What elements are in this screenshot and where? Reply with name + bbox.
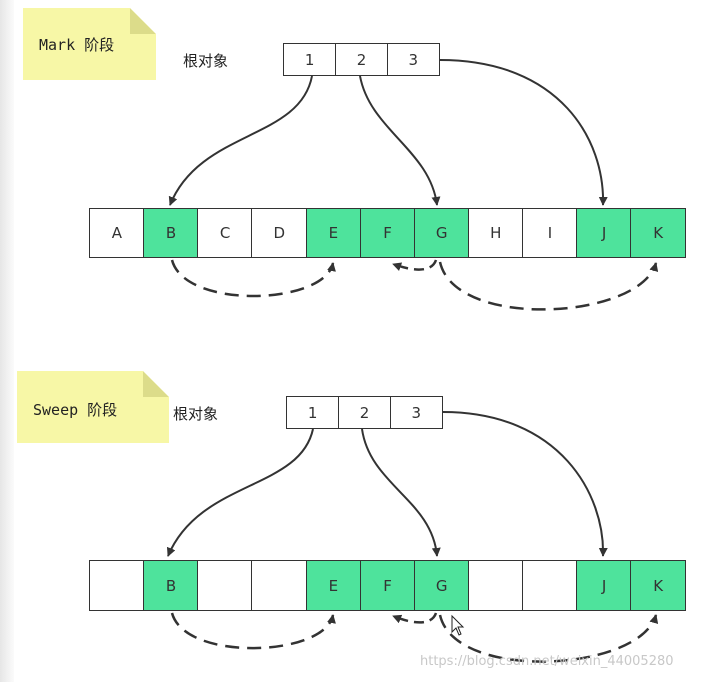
sweep-root-label: 根对象: [173, 405, 219, 423]
note-fold: [143, 371, 169, 397]
g-to-f-dashed-arrow: [392, 612, 438, 624]
sweep-phase-note: Sweep 阶段: [17, 371, 169, 443]
heap-cell-b: B: [143, 208, 199, 258]
root-cell-2: 2: [337, 396, 392, 429]
heap-cell-b: B: [143, 560, 199, 611]
root-cell-3: 3: [389, 396, 443, 429]
heap-cell-i: I: [522, 208, 578, 258]
heap-cell-empty: [467, 560, 524, 611]
heap-cell-e: E: [305, 208, 362, 258]
mark-root-label: 根对象: [183, 52, 229, 70]
heap-cell-empty: [522, 560, 578, 611]
heap-cell-j: J: [576, 208, 632, 258]
b-to-e-dashed-arrow: [170, 612, 336, 650]
root1-to-b-arrow: [167, 428, 314, 557]
heap-cell-e: E: [305, 560, 362, 611]
root-cell-3: 3: [386, 43, 440, 76]
heap-cell-empty: [251, 560, 308, 611]
heap-cell-g: G: [413, 560, 470, 611]
heap-cell-f: F: [359, 560, 416, 611]
heap-cell-g: G: [413, 208, 470, 258]
heap-cell-f: F: [359, 208, 416, 258]
watermark-text: https://blog.csdn.net/weixin_44005280: [420, 654, 674, 669]
root2-to-g-arrow: [361, 428, 441, 557]
sweep-phase-label: Sweep 阶段: [33, 401, 118, 419]
heap-cell-empty: [197, 560, 253, 611]
root-cell-2: 2: [334, 43, 389, 76]
g-to-k-dashed-arrow: [438, 261, 659, 311]
mark-phase-label: Mark 阶段: [39, 36, 115, 54]
heap-cell-h: H: [467, 208, 524, 258]
root-cell-1: 1: [283, 43, 337, 76]
root1-to-b-arrow: [168, 75, 313, 206]
heap-cell-d: D: [251, 208, 308, 258]
heap-cell-k: K: [630, 560, 687, 611]
note-fold: [130, 8, 156, 34]
root2-to-g-arrow: [359, 75, 441, 206]
left-edge-shade: [0, 0, 14, 682]
root3-to-j-arrow: [439, 59, 608, 206]
root-cell-1: 1: [286, 396, 340, 429]
heap-cell-a: A: [89, 208, 145, 258]
mouse-cursor-icon: [451, 614, 465, 636]
b-to-e-dashed-arrow: [170, 259, 336, 298]
heap-cell-k: K: [630, 208, 687, 258]
heap-cell-j: J: [576, 560, 632, 611]
g-to-f-dashed-arrow: [392, 259, 438, 271]
mark-phase-note: Mark 阶段: [23, 8, 156, 80]
heap-cell-c: C: [197, 208, 253, 258]
root3-to-j-arrow: [442, 411, 608, 557]
heap-cell-empty: [89, 560, 145, 611]
